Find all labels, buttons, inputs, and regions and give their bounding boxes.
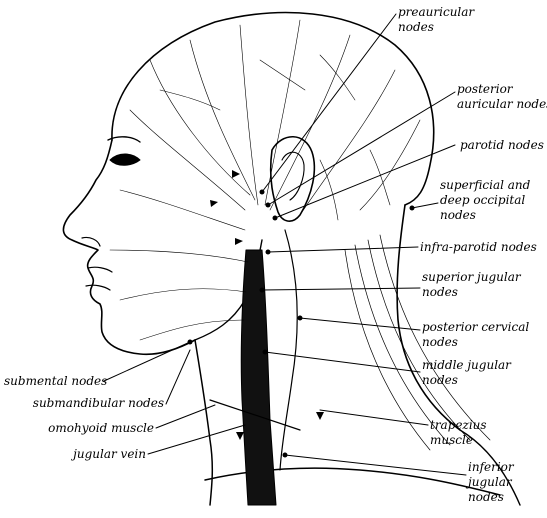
label-occipital-nodes: superficial and deep occipital nodes bbox=[440, 178, 530, 223]
eye bbox=[110, 154, 140, 165]
label-preauricular-nodes: preauricular nodes bbox=[398, 5, 474, 35]
label-inferior-jugular-nodes: inferior jugular nodes bbox=[468, 460, 514, 505]
label-posterior-auricular-nodes: posterior auricular nodes bbox=[457, 82, 547, 112]
neck-back bbox=[397, 205, 460, 430]
throat bbox=[195, 340, 212, 505]
ear bbox=[271, 137, 315, 221]
label-submental-nodes: submental nodes bbox=[4, 374, 104, 389]
label-submandibular-nodes: submandibular nodes bbox=[4, 396, 164, 411]
jugular-vein-shape bbox=[241, 250, 276, 505]
label-infra-parotid-nodes: infra-parotid nodes bbox=[420, 240, 537, 255]
muscle-band bbox=[280, 230, 297, 470]
label-jugular-vein: jugular vein bbox=[4, 447, 146, 462]
label-posterior-cervical-nodes: posterior cervical nodes bbox=[422, 320, 529, 350]
brow bbox=[108, 137, 140, 142]
lymph-node-dots bbox=[188, 190, 415, 458]
label-trapezius-muscle: trapezius muscle bbox=[430, 418, 487, 448]
label-middle-jugular-nodes: middle jugular nodes bbox=[422, 358, 511, 388]
label-superior-jugular-nodes: superior jugular nodes bbox=[422, 270, 521, 300]
label-omohyoid-muscle: omohyoid muscle bbox=[4, 421, 154, 436]
ear-inner bbox=[282, 152, 304, 200]
label-parotid-nodes: parotid nodes bbox=[460, 138, 544, 153]
face-profile bbox=[63, 140, 195, 354]
head-outline bbox=[112, 13, 434, 205]
